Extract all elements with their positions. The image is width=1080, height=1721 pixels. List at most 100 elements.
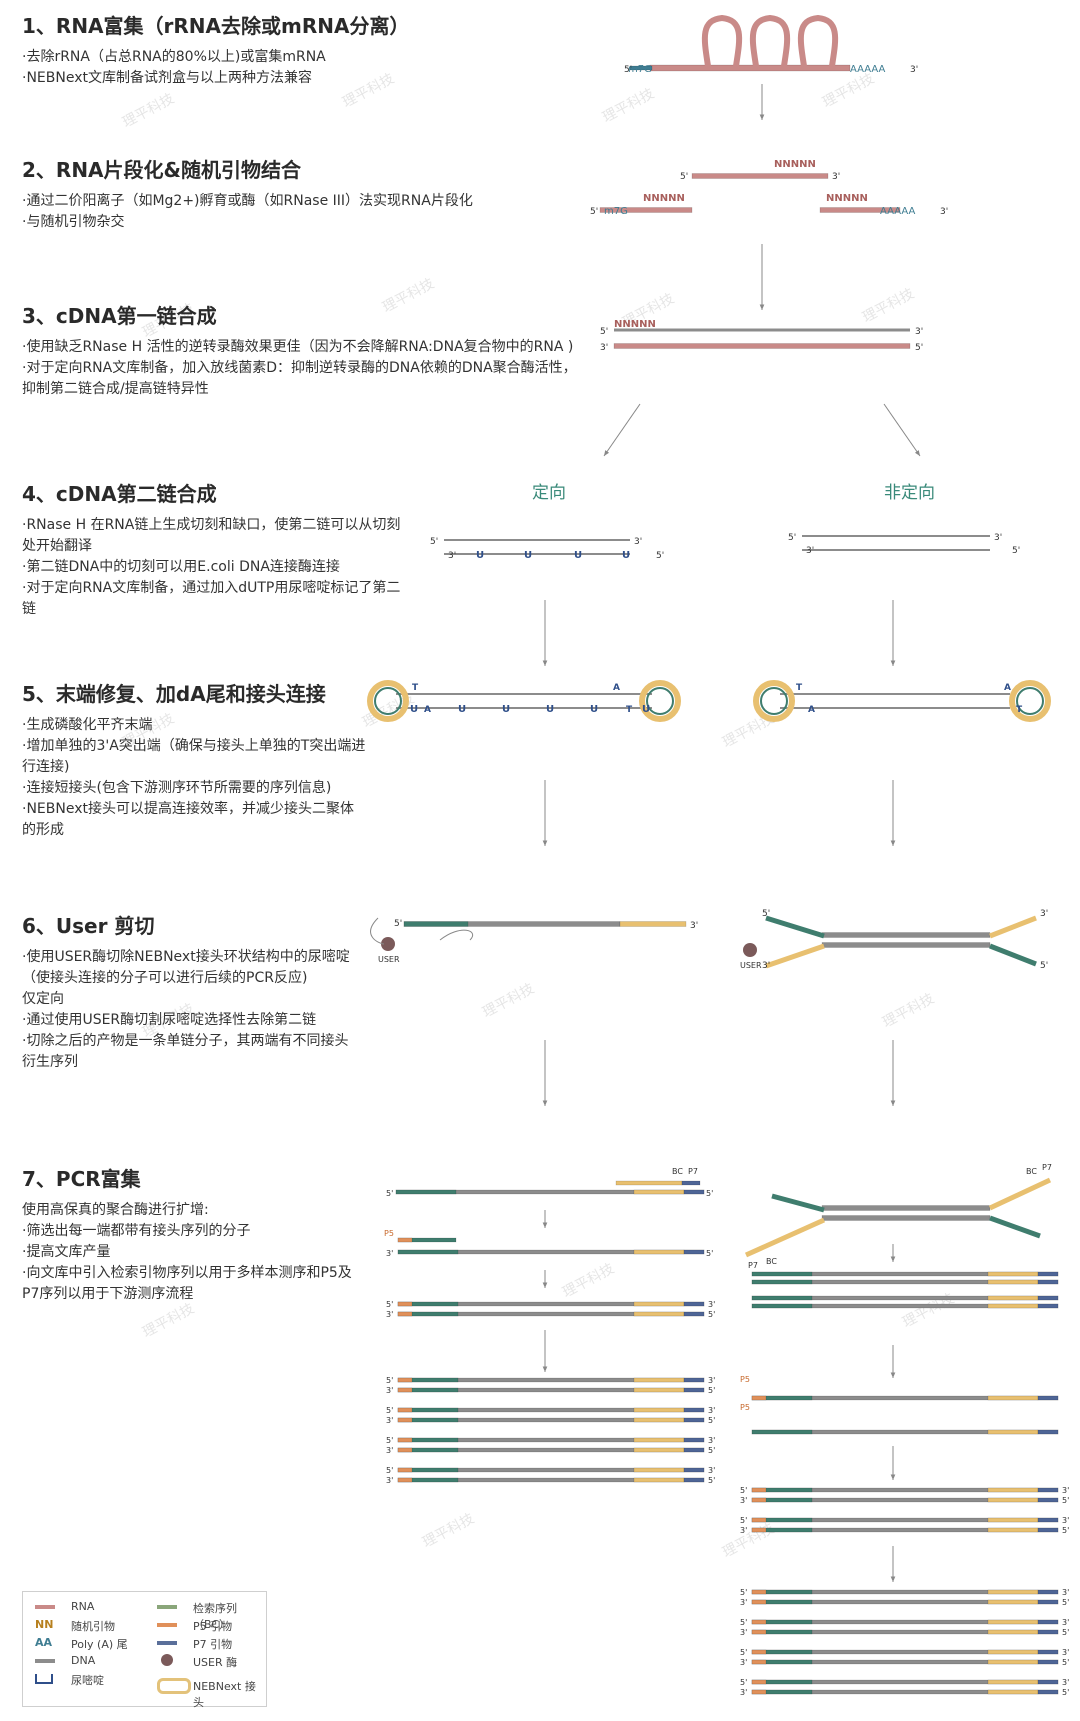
p7-segment [1037,1679,1059,1685]
five-prime-label: 5' [762,909,770,919]
p7-segment [683,1447,705,1453]
uracil-mark: U [642,704,650,715]
dna-strand [821,932,991,938]
adapter-segment [751,1429,813,1435]
bc-label: BC [766,1257,777,1266]
step-1-bullet: ·去除rRNA（占总RNA的80%以上)或富集mRNA [22,49,326,65]
bc-label: BC [1026,1167,1037,1176]
five-prime-label: 5' [1062,1688,1069,1697]
non-directional-label: 非定向 [884,483,935,503]
p5-segment [397,1437,413,1443]
t-overhang-mark: T [796,683,803,693]
p7-segment [1037,1649,1059,1655]
adapter-segment [987,1395,1039,1401]
p7-segment [1037,1629,1059,1635]
arrow-head [914,450,920,456]
p5-segment [751,1629,767,1635]
p7-segment [683,1301,705,1307]
adapter-segment [987,1649,1039,1655]
legend-label-bc: 检索序列（BC） [193,1602,237,1631]
m7g-label: m7G [628,64,652,75]
adapter-loop [753,680,795,722]
adapter-arm [744,1217,826,1258]
step-7-title: 7、PCR富集 [22,1167,141,1191]
three-prime-label: 3' [740,1598,747,1607]
adapter-segment [633,1407,685,1413]
five-prime-label: 5' [1012,546,1020,556]
adapter-segment [619,921,687,927]
p7-segment [683,1417,705,1423]
step-7-bullet: ·筛选出每一端都带有接头序列的分子 [22,1223,251,1239]
legend-label-nn: 随机引物 [71,1620,115,1633]
five-prime-label: 5' [1062,1628,1069,1637]
p7-segment [683,1407,705,1413]
legend-label-adp: NEBNext 接头 [193,1680,256,1709]
three-prime-label: 3' [600,343,608,353]
legend-swatch-dna [35,1659,55,1663]
random-primer-label: NNNNN [614,319,656,330]
p5-segment [397,1417,413,1423]
legend-swatch-adp [157,1678,191,1694]
five-prime-label: 5' [590,207,598,217]
five-prime-label: 5' [706,1189,713,1198]
rna-fragment [691,173,829,179]
three-prime-label: 3' [690,921,698,931]
arrow-head [542,1222,548,1228]
five-prime-label: 5' [386,1376,393,1385]
three-prime-label: 3' [386,1249,393,1258]
uracil-mark: U [622,550,630,561]
user-enzyme-icon [381,937,395,951]
three-prime-label: 3' [1062,1678,1069,1687]
p7-segment [1037,1619,1059,1625]
three-prime-label: 3' [740,1628,747,1637]
t-overhang-mark: T [412,683,419,693]
step-4-bullet: ·对于定向RNA文库制备，通过加入dUTP用尿嘧啶标记了第二链 [22,580,401,617]
step-3-title: 3、cDNA第一链合成 [22,304,217,328]
arrow-head [890,1256,896,1262]
adapter-segment [751,1303,813,1309]
mrna-strand [649,64,851,72]
p7-segment [683,1189,705,1195]
p5-segment [751,1517,767,1523]
p7-segment [683,1477,705,1483]
arrow-head [759,304,765,310]
user-label: USER [740,961,762,970]
five-prime-label: 5' [1040,961,1048,971]
adapter-segment [751,1279,813,1285]
flow-arrow [603,403,641,457]
p5-segment [751,1679,767,1685]
step-2-title: 2、RNA片段化&随机引物结合 [22,158,301,182]
t-overhang-mark: T [626,705,633,715]
five-prime-label: 5' [656,551,664,561]
three-prime-label: 3' [910,65,918,75]
rna-template [613,343,911,349]
legend-swatch-bc [157,1605,177,1609]
step-6-bullet: 仅定向 [22,991,64,1007]
legend-swatch-rna [35,1605,55,1609]
a-overhang-mark: A [808,705,815,715]
five-prime-label: 5' [788,533,796,543]
m7g-label: m7G [604,206,628,217]
step-4-bullet: ·第二链DNA中的切刻可以用E.coli DNA连接酶连接 [22,559,340,575]
step-1-bullet: ·NEBNext文库制备试剂盒与以上两种方法兼容 [22,70,312,86]
adapter-arm [989,1215,1041,1239]
user-arrow [439,929,473,941]
p5-segment [751,1487,767,1493]
adapter-segment [987,1659,1039,1665]
p7-segment [1037,1271,1059,1277]
adapter-segment [395,1189,457,1195]
adapter-segment [397,1249,459,1255]
random-primer-label: NNNNN [643,193,685,204]
five-prime-label: 5' [1062,1658,1069,1667]
arrow-head [890,1576,896,1582]
step-5-bullet: ·连接短接头(包含下游测序环节所需要的序列信息) [22,780,332,796]
five-prime-label: 5' [708,1446,715,1455]
step-4: 4、cDNA第二链合成 ·RNase H 在RNA链上生成切刻和缺口，使第二链可… [22,478,582,620]
legend-label-aa: Poly (A) 尾 [71,1638,128,1651]
p5-segment [751,1649,767,1655]
uracil-mark: U [574,550,582,561]
adapter-loop [1016,687,1044,715]
five-prime-label: 5' [430,537,438,547]
adapter-loop [646,687,674,715]
uracil-mark: U [524,550,532,561]
